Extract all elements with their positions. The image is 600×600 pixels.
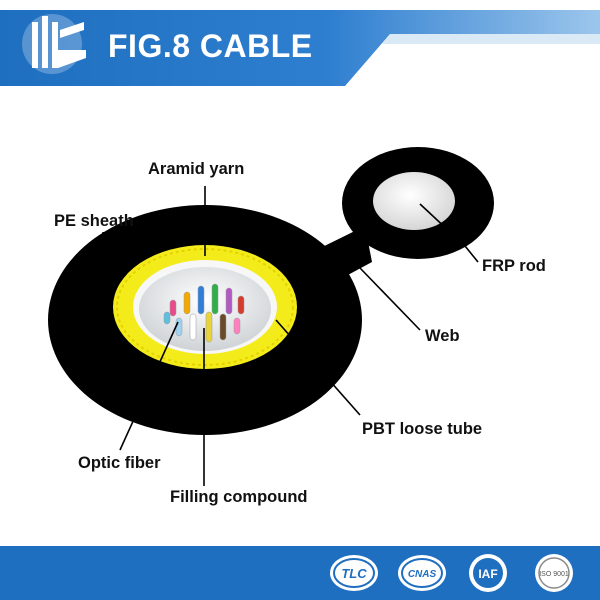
svg-text:TLC: TLC xyxy=(341,566,367,581)
label-aramid-yarn: Aramid yarn xyxy=(148,160,245,178)
page-title: FIG.8 CABLE xyxy=(108,28,313,64)
optic-fiber-strand xyxy=(175,317,183,337)
header-band xyxy=(0,0,600,86)
optic-fiber-strand xyxy=(225,287,233,315)
filling-compound-shape xyxy=(139,267,271,351)
optic-fiber-strand xyxy=(169,299,177,317)
label-pbt-loose-tube: PBT loose tube xyxy=(362,420,483,438)
company-logo-icon xyxy=(22,14,86,74)
optic-fiber-strand xyxy=(205,311,213,343)
leader-lines xyxy=(102,186,479,486)
label-web: Web xyxy=(425,327,460,345)
svg-text:ISO 9001: ISO 9001 xyxy=(539,571,569,578)
label-frp-rod: FRP rod xyxy=(482,257,546,275)
label-pe-sheath: PE sheath xyxy=(54,212,134,230)
label-optic-fiber: Optic fiber xyxy=(78,454,161,472)
optic-fiber-strand xyxy=(183,291,191,315)
tlc-logo: TLC xyxy=(330,555,378,591)
optic-fiber-strand xyxy=(211,283,219,315)
frp-rod xyxy=(373,172,455,230)
optic-fiber-strand xyxy=(237,295,245,315)
optic-fiber-strand xyxy=(189,313,197,341)
optic-fiber-strand xyxy=(233,317,241,335)
iaf-logo: IAF xyxy=(469,554,507,592)
optic-fiber-strand xyxy=(197,285,205,315)
optic-fiber-strand xyxy=(219,313,227,341)
label-filling-compound: Filling compound xyxy=(170,488,308,506)
svg-text:CNAS: CNAS xyxy=(408,569,437,580)
iso-logo: ISO 9001 xyxy=(535,554,573,592)
cable-diagram xyxy=(48,147,494,486)
optic-fibers xyxy=(163,283,245,343)
optic-fiber-strand xyxy=(163,311,171,325)
svg-text:IAF: IAF xyxy=(478,567,497,581)
cnas-logo: CNAS xyxy=(398,555,446,591)
